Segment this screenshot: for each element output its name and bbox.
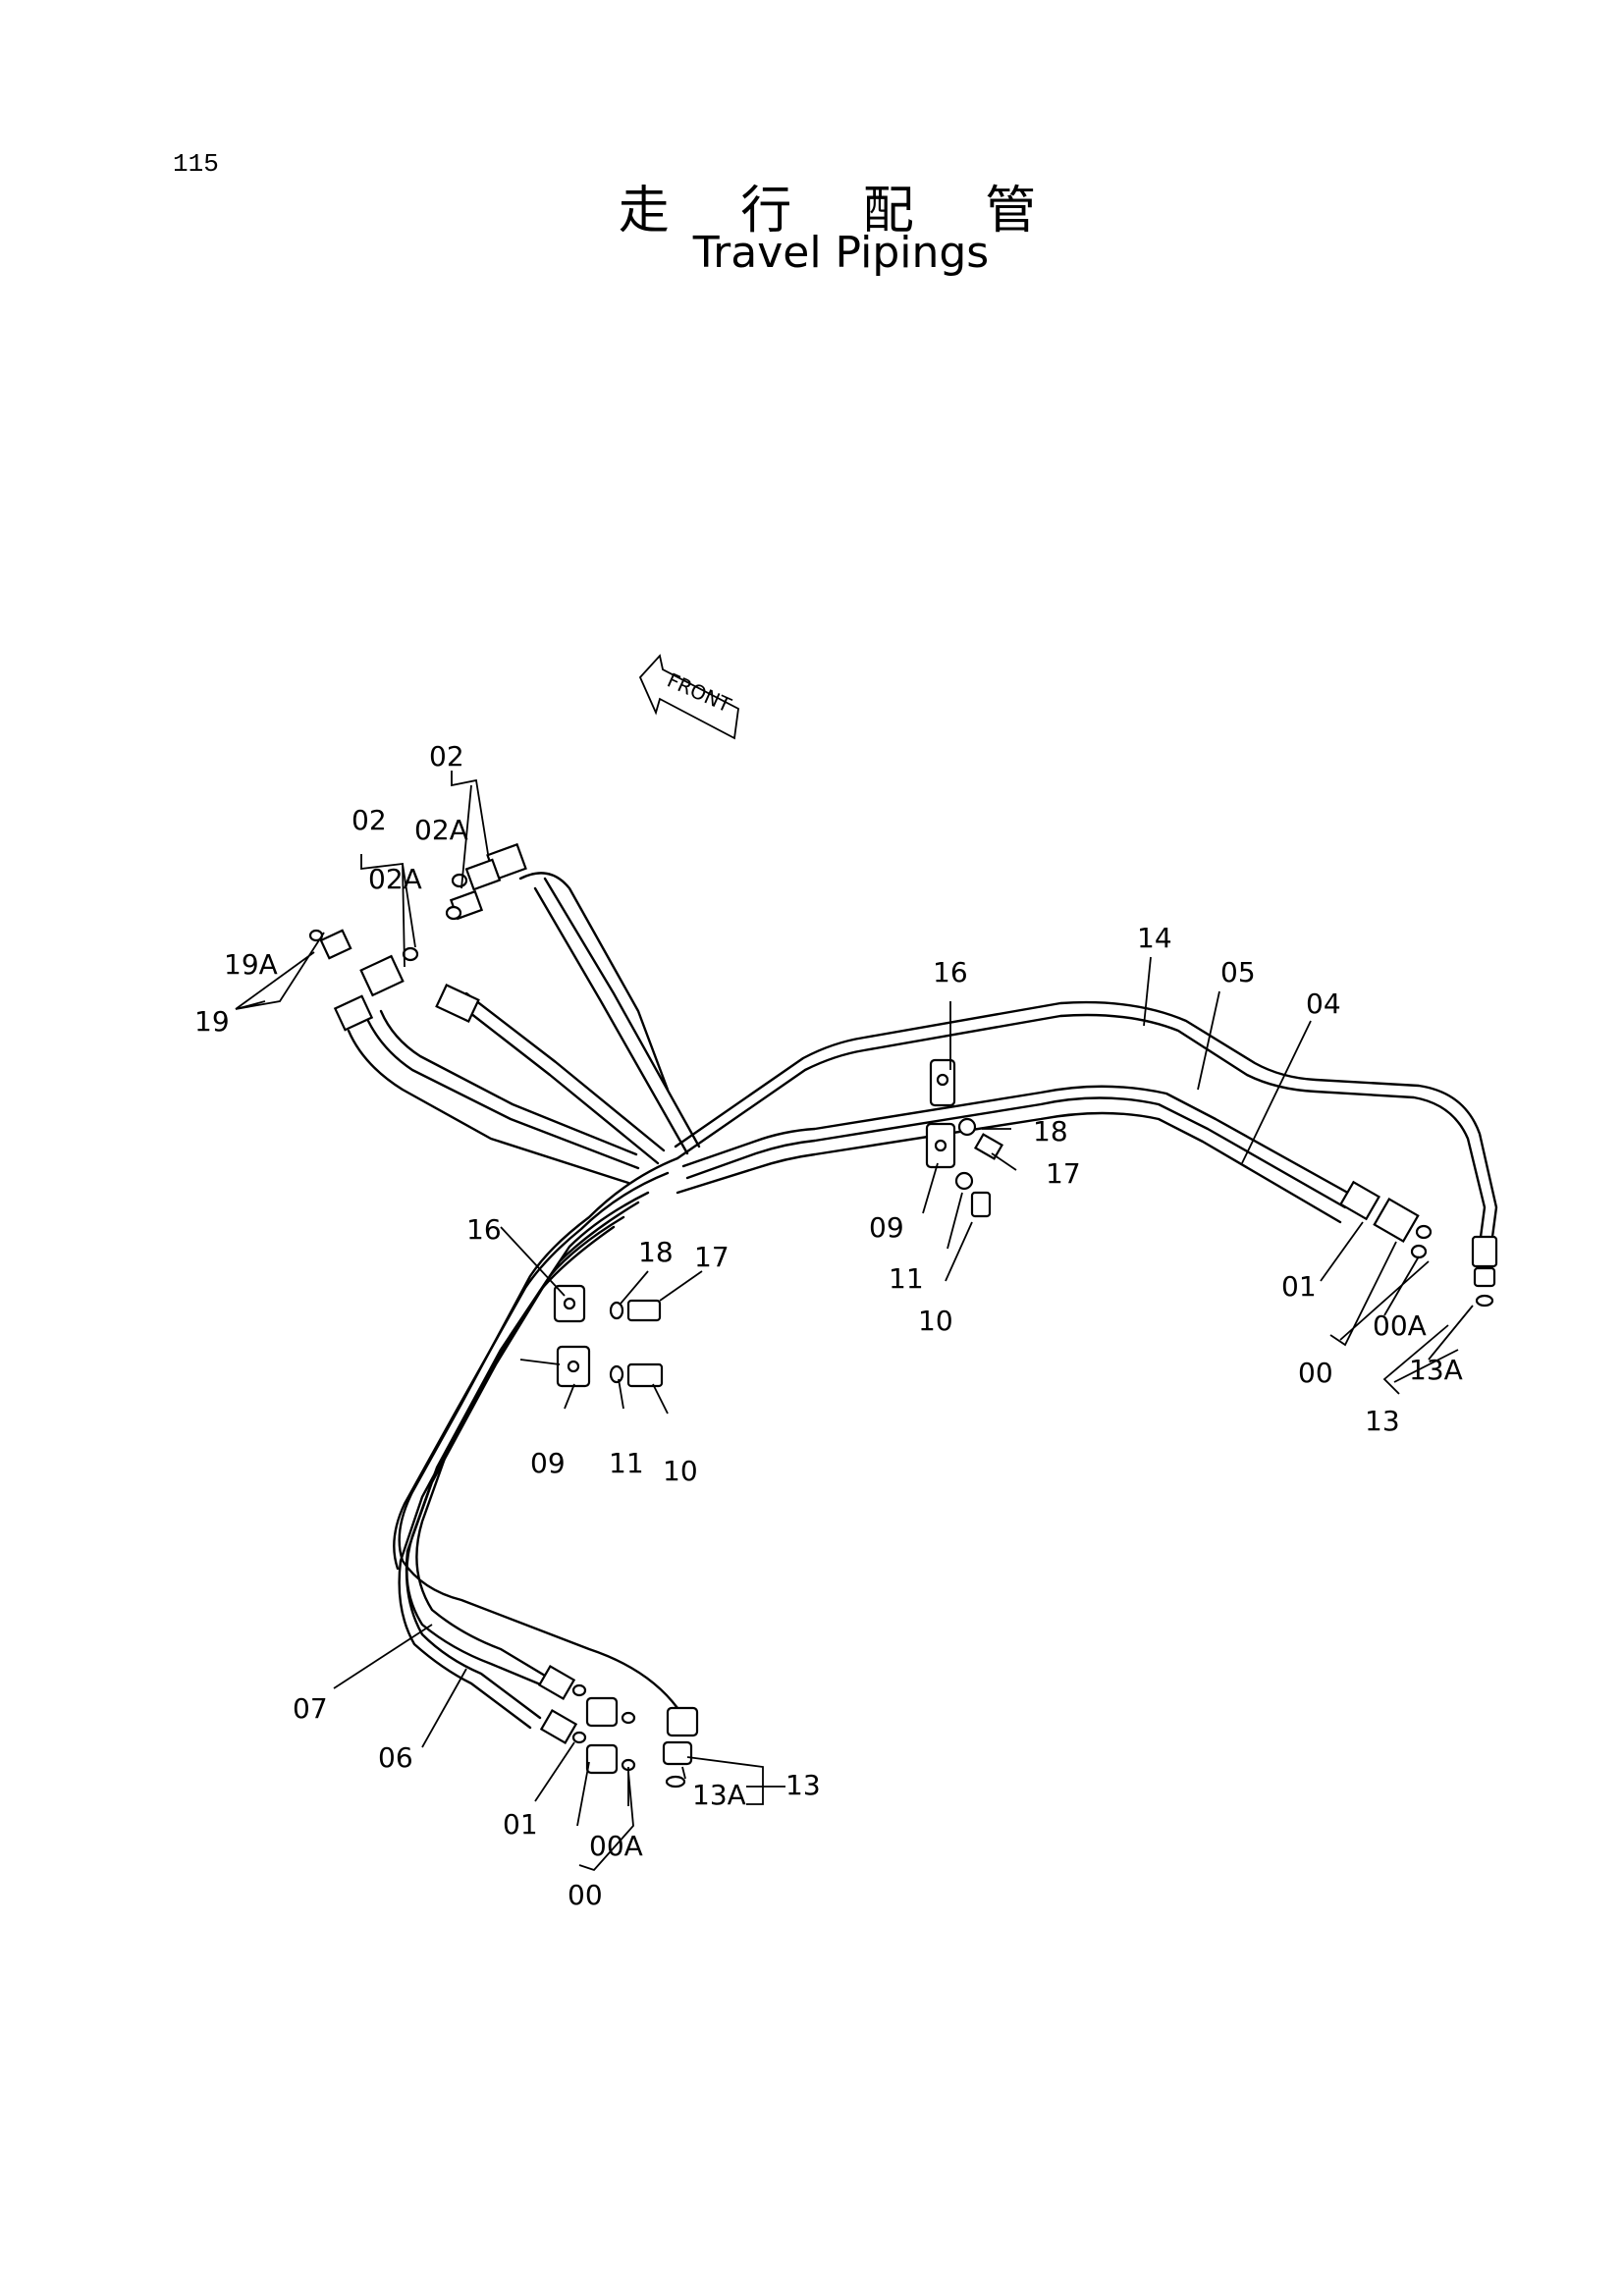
- label-14: 14: [1137, 922, 1172, 954]
- bolt-10-right: [954, 1171, 992, 1218]
- bolt-17-left: [609, 1299, 662, 1322]
- label-02-upper: 02: [429, 740, 464, 773]
- label-13-right: 13: [1365, 1405, 1400, 1437]
- label-02-lower: 02: [352, 804, 387, 836]
- front-arrow-icon: FRONT: [638, 654, 739, 740]
- label-19: 19: [194, 1005, 230, 1038]
- fitting-right-13: [1471, 1235, 1498, 1308]
- callout-labels: 02 02A 02 02A 19A 19 16 14 05 04 18 17 0…: [194, 740, 1463, 1911]
- pipe-upper-left: [347, 872, 701, 1185]
- label-07: 07: [293, 1692, 328, 1725]
- label-10-left: 10: [663, 1455, 698, 1487]
- front-label: FRONT: [664, 668, 735, 718]
- label-00a-right: 00A: [1373, 1309, 1427, 1342]
- label-00-right: 00: [1298, 1357, 1333, 1389]
- pipe-05: [681, 1085, 1355, 1209]
- fitting-lower-01-00: [537, 1664, 636, 1775]
- label-18-right: 18: [1033, 1115, 1068, 1148]
- fitting-02-lower: [333, 946, 480, 1032]
- label-11-left: 11: [609, 1447, 644, 1479]
- label-02a-upper: 02A: [414, 814, 468, 846]
- title-japanese: 走 行 配 管: [618, 182, 1064, 240]
- pipe-06-07: [393, 1156, 684, 1730]
- label-13a-right: 13A: [1409, 1354, 1463, 1386]
- bolt-17-right: [957, 1117, 1004, 1160]
- fitting-02-upper: [445, 842, 527, 921]
- label-18-left: 18: [638, 1236, 674, 1268]
- label-06: 06: [378, 1741, 413, 1774]
- label-09-left: 09: [530, 1447, 566, 1479]
- label-05: 05: [1220, 956, 1256, 988]
- label-13a-lower: 13A: [692, 1779, 746, 1811]
- label-10-right: 10: [918, 1305, 953, 1337]
- page-number: 115: [173, 149, 219, 179]
- leader-lines: [235, 771, 1474, 1872]
- clamp-09-right: [925, 1122, 956, 1169]
- label-11-right: 11: [889, 1262, 924, 1295]
- label-01-lower: 01: [503, 1808, 538, 1841]
- pipe-04: [676, 1111, 1342, 1224]
- label-00a-lower: 00A: [589, 1830, 643, 1862]
- label-04: 04: [1306, 988, 1341, 1020]
- fitting-right-01-00: [1339, 1180, 1433, 1259]
- label-17-right: 17: [1046, 1157, 1081, 1190]
- clamp-16-right: [929, 1058, 956, 1107]
- title-english: Travel Pipings: [692, 228, 990, 278]
- bolt-10-left: [609, 1362, 664, 1388]
- label-02a-lower: 02A: [368, 863, 422, 895]
- clamp-09-left: [556, 1345, 591, 1388]
- label-01-right: 01: [1281, 1270, 1317, 1303]
- label-16-right: 16: [933, 956, 968, 988]
- label-09-right: 09: [869, 1211, 904, 1244]
- label-19a: 19A: [224, 948, 278, 981]
- fitting-lower-13: [662, 1706, 699, 1789]
- label-17-left: 17: [694, 1241, 730, 1273]
- pipe-14: [674, 1000, 1498, 1239]
- label-13-lower: 13: [785, 1769, 821, 1801]
- label-00-lower: 00: [568, 1879, 603, 1911]
- clamp-16-left: [553, 1284, 586, 1323]
- fitting-19: [308, 929, 352, 960]
- label-16-left: 16: [466, 1213, 502, 1246]
